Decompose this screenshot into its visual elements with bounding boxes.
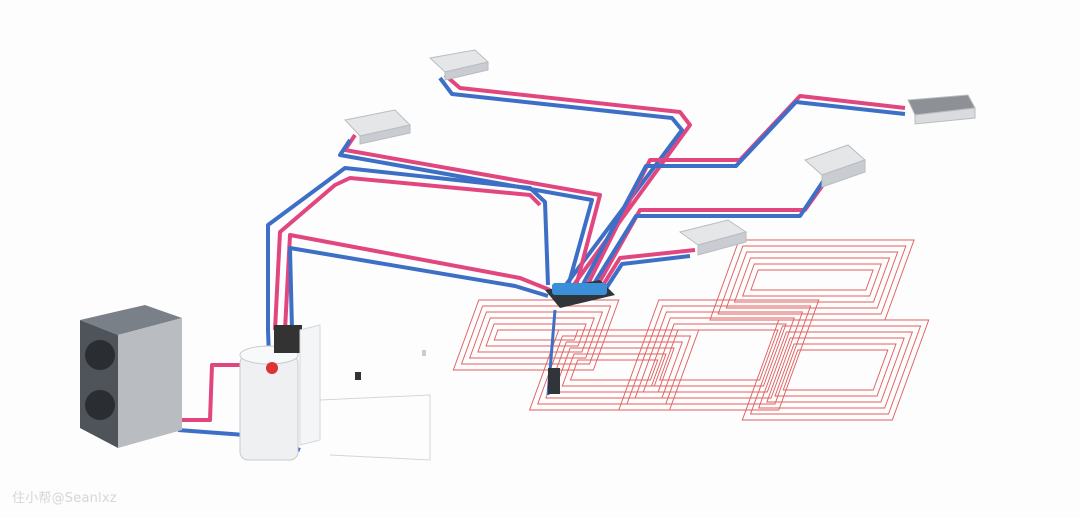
supply-pipe [598, 248, 696, 292]
floor-heating-loop [460, 305, 612, 365]
floor-heating-loop [758, 331, 914, 409]
floor-heating-loop [528, 329, 700, 411]
return-pipe [603, 254, 691, 292]
floor-heating-loop [766, 337, 905, 403]
floor-heating-loop [626, 305, 812, 405]
floor-heating-loop [725, 251, 899, 309]
watermark: 住小帮@Seanlxz [12, 491, 117, 506]
floor-heating-loop [717, 245, 907, 315]
floor-heating-loop [749, 325, 922, 415]
return-pipe [578, 100, 906, 291]
floor-heating-loop [452, 299, 620, 371]
floor-heating-loop [642, 317, 795, 393]
floor-heating-loop [485, 323, 587, 347]
floor-heating-loop [741, 263, 882, 297]
floor-heating-loop [774, 343, 897, 397]
indoor-units [344, 49, 976, 256]
floor-heating-loop [733, 257, 891, 303]
return-pipe [338, 138, 594, 291]
floor-heating-loops [452, 239, 930, 421]
floor-heating-loop [709, 239, 915, 321]
supply-pipe [273, 176, 542, 331]
return-pipe [588, 178, 826, 292]
floor-heating-loop [750, 269, 874, 291]
return-pipe [288, 246, 549, 390]
floor-heating-loop [553, 347, 675, 393]
manifold [545, 280, 615, 394]
return-pipe [438, 76, 684, 292]
supply-pipe [178, 363, 245, 422]
supply-pipe [343, 133, 602, 291]
floor-heating-loop [659, 329, 779, 381]
floor-heating-loop [561, 353, 667, 387]
floor-heating-loop [741, 319, 930, 421]
pipework [177, 73, 906, 452]
floor-heating-loop [477, 317, 595, 353]
floor-heating-loop [782, 349, 889, 391]
floor-heating-loop [634, 311, 804, 399]
floor-heating-loop [493, 329, 579, 341]
floor-heating-loop [469, 311, 604, 359]
supply-pipe [443, 73, 692, 292]
water-tank [239, 325, 302, 461]
floor-heating-loop [650, 323, 787, 387]
outdoor-heat-pump [80, 305, 182, 448]
floor-heating-loop [618, 299, 820, 411]
floor-heating-loop [569, 359, 659, 381]
control-panel [299, 324, 431, 461]
return-pipe [177, 428, 246, 437]
